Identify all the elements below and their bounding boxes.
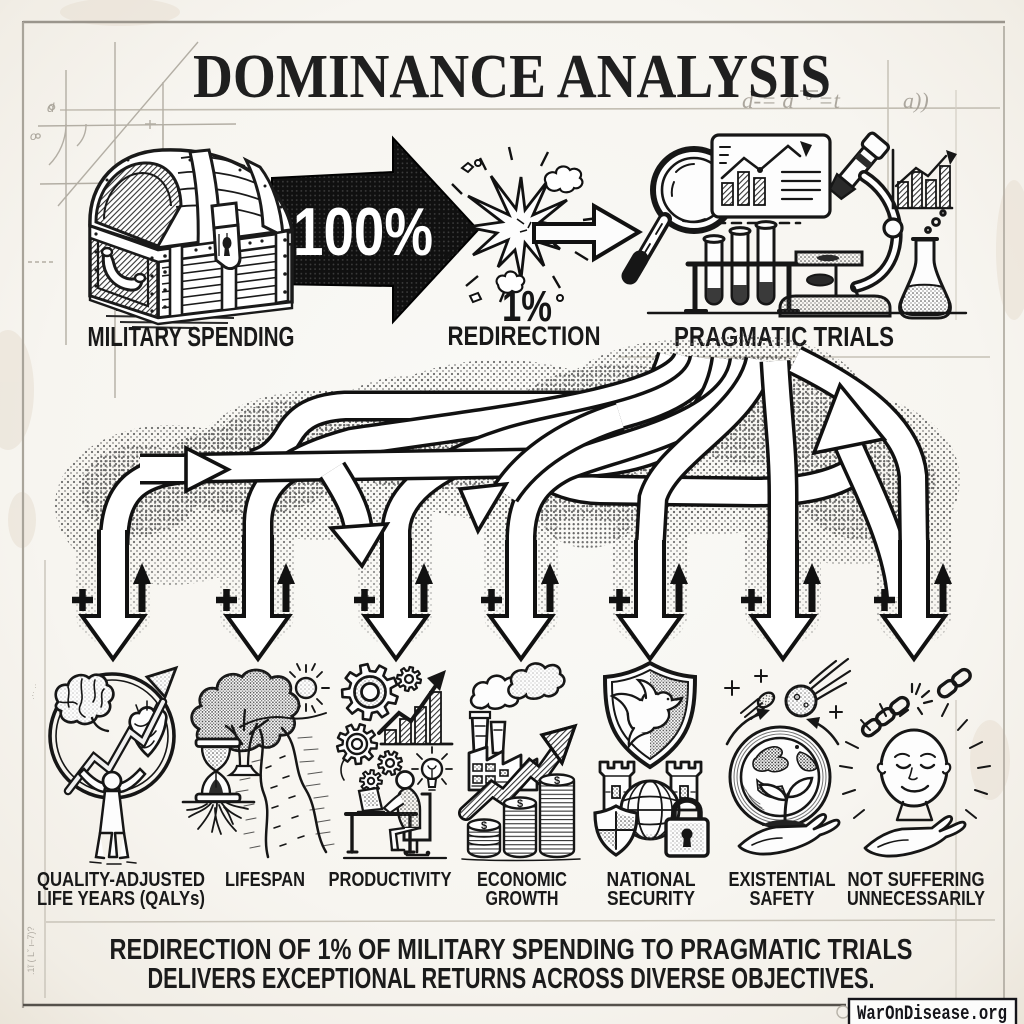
svg-text:·‧· ..: ·‧· .. xyxy=(28,684,38,700)
svg-text:SAFETY: SAFETY xyxy=(750,888,816,910)
svg-text:DOMINANCE ANALYSIS: DOMINANCE ANALYSIS xyxy=(193,43,831,111)
svg-text:100%: 100% xyxy=(293,194,433,270)
svg-text:MILITARY SPENDING: MILITARY SPENDING xyxy=(88,321,295,352)
svg-text:$: $ xyxy=(481,820,487,832)
svg-text:$: $ xyxy=(554,775,560,787)
svg-text:REDIRECTION OF 1% OF MILITARY: REDIRECTION OF 1% OF MILITARY SPENDING T… xyxy=(110,934,913,966)
svg-text:d: d xyxy=(47,100,55,115)
svg-text:LIFE YEARS (QALYs): LIFE YEARS (QALYs) xyxy=(37,888,205,910)
svg-text:$: $ xyxy=(517,798,523,810)
svg-text:o: o xyxy=(30,129,37,143)
svg-text:.1ĩ ( Lˇ ι–7)?: .1ĩ ( Lˇ ι–7)? xyxy=(26,926,36,975)
svg-text:SECURITY: SECURITY xyxy=(607,888,696,910)
svg-text:DELIVERS EXCEPTIONAL RETURNS A: DELIVERS EXCEPTIONAL RETURNS ACROSS DIVE… xyxy=(148,963,875,995)
svg-text:LIFESPAN: LIFESPAN xyxy=(225,869,305,891)
svg-text:UNNECESSARILY: UNNECESSARILY xyxy=(847,888,986,910)
svg-text:WarOnDisease.org: WarOnDisease.org xyxy=(857,1003,1007,1024)
svg-text:GROWTH: GROWTH xyxy=(486,888,559,910)
svg-text:PRODUCTIVITY: PRODUCTIVITY xyxy=(329,869,453,891)
svg-text:a)): a)) xyxy=(903,88,929,113)
svg-text:REDIRECTION: REDIRECTION xyxy=(448,321,601,351)
